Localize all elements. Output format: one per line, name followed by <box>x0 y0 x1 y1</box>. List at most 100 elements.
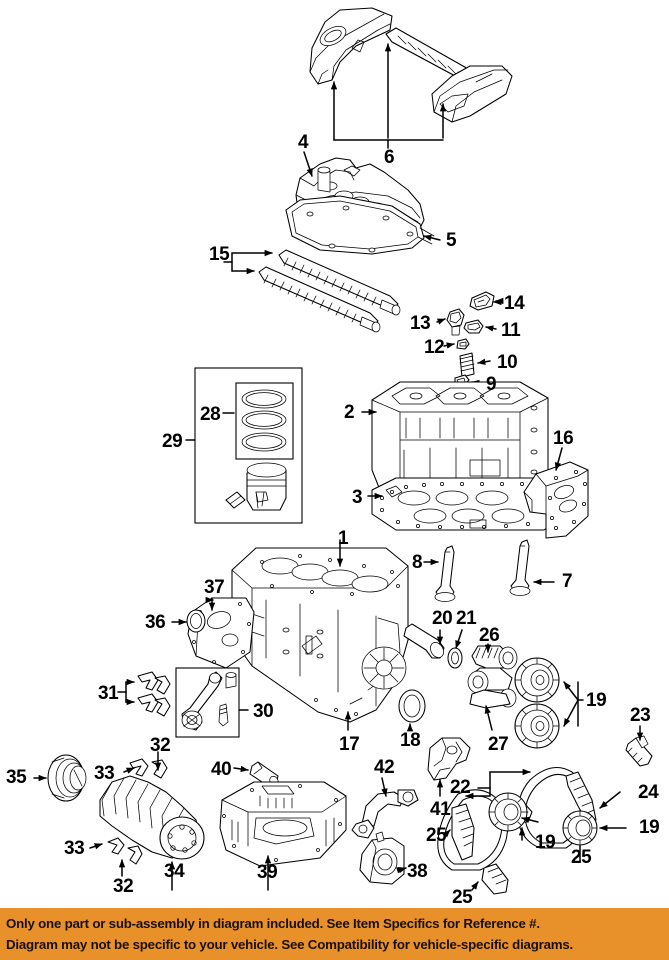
callout-33: 33 <box>94 763 115 784</box>
leader-42 <box>381 777 388 797</box>
part-front-seal-36 <box>186 609 206 633</box>
part-valve-retainer-12 <box>456 338 470 350</box>
callout-36: 36 <box>145 612 166 633</box>
part-camshaft-bearing-14 <box>469 291 495 311</box>
part-chain-guide-25c <box>481 863 509 895</box>
part-camshaft-sprocket-19b <box>514 703 560 749</box>
callout-21: 21 <box>456 608 477 629</box>
callout-5: 5 <box>446 230 457 251</box>
callout-35: 35 <box>6 767 27 788</box>
part-oil-filter-housing-38 <box>359 831 405 885</box>
part-oil-pump-41 <box>427 737 471 781</box>
part-camshaft-15 <box>258 249 401 333</box>
leader-4 <box>303 151 313 177</box>
part-oil-pump-cover-37 <box>187 597 255 669</box>
callout-33b: 33 <box>64 838 85 859</box>
engine-parts-illustration: .ln { fill:none; stroke:#000; stroke-wid… <box>33 7 653 895</box>
part-bolt-23 <box>625 735 653 767</box>
callout-26: 26 <box>479 625 500 646</box>
diagram-canvas: .ln { fill:none; stroke:#000; stroke-wid… <box>6 7 660 908</box>
part-crankshaft-pulley-35 <box>47 754 87 802</box>
part-exhaust-valve-7 <box>509 539 531 596</box>
part-crank-sprocket-19b <box>488 792 528 832</box>
disclaimer-line-1: Only one part or sub-assembly in diagram… <box>6 916 540 932</box>
part-idler-sprocket-19c <box>562 810 598 846</box>
part-rod-bearing-31 <box>137 671 171 717</box>
callout-31: 31 <box>98 683 119 704</box>
callout-41: 41 <box>430 799 451 820</box>
part-piston-assembly-29 <box>194 367 303 524</box>
part-balance-shaft-26 <box>467 645 518 709</box>
part-main-bearing-32 <box>129 758 168 779</box>
callout-38: 38 <box>407 861 428 882</box>
callout-25: 25 <box>426 825 447 846</box>
callout-23: 23 <box>630 705 651 726</box>
part-timing-cover-16 <box>523 461 589 539</box>
callout-16: 16 <box>553 428 574 449</box>
part-head-gasket-3 <box>371 477 567 531</box>
part-intake-valve-8 <box>434 545 456 602</box>
callout-25c: 25 <box>452 887 473 908</box>
callout-40: 40 <box>211 759 232 780</box>
part-valve-lifter-13 <box>446 308 465 336</box>
part-oil-pickup-tube-42 <box>351 789 419 839</box>
leader-33-top <box>123 767 135 774</box>
callout-28: 28 <box>200 404 221 425</box>
callout-1: 1 <box>338 528 349 549</box>
callout-39: 39 <box>257 862 278 883</box>
callout-29: 29 <box>162 431 183 452</box>
callout-22: 22 <box>450 777 471 798</box>
callout-24: 24 <box>638 782 659 803</box>
callout-19b: 19 <box>535 832 556 853</box>
callout-27: 27 <box>488 734 509 755</box>
callout-42: 42 <box>374 757 395 778</box>
callout-25b: 25 <box>571 847 592 868</box>
part-idler-shaft-20 <box>403 623 445 659</box>
callout-8: 8 <box>412 552 423 573</box>
callout-13: 13 <box>410 313 431 334</box>
callout-20: 20 <box>432 608 453 629</box>
leader-5 <box>423 234 441 241</box>
part-engine-cover-6 <box>309 7 513 123</box>
callout-32: 32 <box>150 735 171 756</box>
part-thrust-washer-33 <box>107 837 143 865</box>
callout-7: 7 <box>562 571 573 592</box>
leader-19-top <box>563 681 584 727</box>
leader-37 <box>208 597 216 611</box>
callout-34: 34 <box>164 861 185 882</box>
leader-6 <box>330 43 447 149</box>
callout-3: 3 <box>352 487 363 508</box>
leader-31 <box>117 678 135 706</box>
part-crankshaft-34 <box>99 775 205 860</box>
leader-15 <box>223 249 273 275</box>
callout-12: 12 <box>424 337 445 358</box>
part-cylinder-block-1 <box>231 547 409 723</box>
callout-37: 37 <box>204 577 225 598</box>
callout-14: 14 <box>504 293 525 314</box>
leader-19b <box>521 816 539 823</box>
part-washer-21 <box>447 647 463 669</box>
callout-11: 11 <box>501 320 521 341</box>
callout-19: 19 <box>586 690 607 711</box>
callout-19c: 19 <box>639 817 660 838</box>
callout-15: 15 <box>209 244 230 265</box>
callout-4: 4 <box>298 132 309 153</box>
callout-10: 10 <box>497 352 518 373</box>
callout-6: 6 <box>384 147 395 168</box>
leader-22 <box>465 768 531 800</box>
callout-30: 30 <box>253 701 274 722</box>
disclaimer-banner: Only one part or sub-assembly in diagram… <box>0 908 669 960</box>
disclaimer-line-2: Diagram may not be specific to your vehi… <box>6 936 574 952</box>
part-cylinder-head-2 <box>371 381 549 491</box>
part-oil-pan-39 <box>219 781 347 867</box>
part-chain-guide-25a <box>451 803 475 861</box>
callout-9: 9 <box>486 374 497 395</box>
part-valve-seal-11 <box>463 319 484 334</box>
part-camshaft-sprocket-19a <box>514 657 560 703</box>
callout-18: 18 <box>400 730 421 751</box>
leader-16 <box>554 447 563 471</box>
callout-32b: 32 <box>113 876 134 897</box>
leader-27 <box>484 705 493 731</box>
part-valve-cover-gasket-5 <box>285 195 435 255</box>
